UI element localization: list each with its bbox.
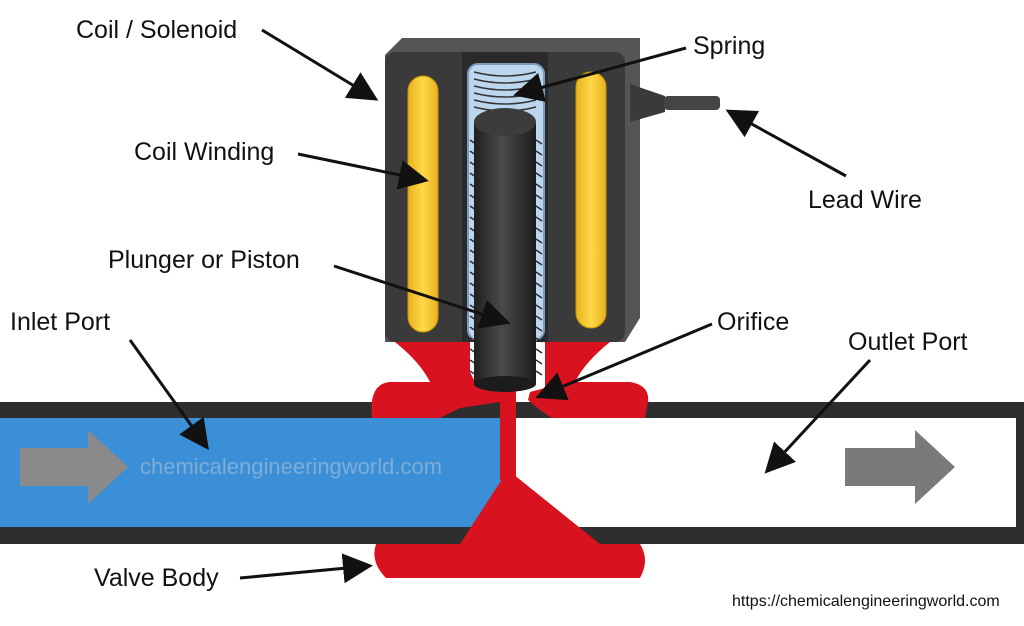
spring-coil <box>535 150 543 156</box>
lead-wire <box>630 84 720 122</box>
label-lead-wire: Lead Wire <box>808 186 922 214</box>
spring-coil <box>535 227 543 233</box>
arrow-orifice <box>535 322 713 401</box>
label-plunger: Plunger or Piston <box>108 246 300 274</box>
spring-coil <box>535 348 543 354</box>
spring-coil <box>535 370 543 376</box>
plunger <box>474 108 536 392</box>
spring-coil <box>535 172 543 178</box>
source-url: https://chemicalengineeringworld.com <box>732 593 1000 610</box>
label-outlet-port: Outlet Port <box>848 328 968 356</box>
spring-coil <box>535 271 543 277</box>
label-coil-solenoid: Coil / Solenoid <box>76 16 237 44</box>
outlet-flow-arrow <box>845 430 955 504</box>
inlet-flow-arrow <box>20 430 128 504</box>
arrow-coil-solenoid <box>261 28 379 101</box>
spring-coil <box>535 359 543 365</box>
arrow-plunger <box>333 264 511 329</box>
spring-coil <box>535 183 543 189</box>
coil-winding-right <box>575 71 607 329</box>
label-orifice: Orifice <box>717 308 789 336</box>
spring-coil <box>535 337 543 343</box>
arrow-outlet-port <box>764 358 872 474</box>
coil-winding-left <box>407 75 439 333</box>
spring-coil <box>535 238 543 244</box>
label-coil-winding: Coil Winding <box>134 138 274 166</box>
arrow-valve-body <box>239 553 373 584</box>
spring-coil <box>535 216 543 222</box>
label-valve-body: Valve Body <box>94 564 219 592</box>
spring-coil <box>535 326 543 332</box>
valve-body <box>371 342 649 578</box>
label-inlet-port: Inlet Port <box>10 308 110 336</box>
spring-coil <box>535 304 543 310</box>
arrow-inlet-port <box>128 339 209 451</box>
spring-coil <box>535 315 543 321</box>
spring-coil <box>535 139 543 145</box>
watermark: chemicalengineeringworld.com <box>140 454 442 479</box>
spring-coil <box>535 161 543 167</box>
spring-coil <box>535 194 543 200</box>
arrow-lead-wire <box>725 109 847 178</box>
label-spring: Spring <box>693 32 765 60</box>
spring-coil <box>535 293 543 299</box>
spring-coil <box>535 205 543 211</box>
spring-coil <box>535 260 543 266</box>
spring-coil <box>535 249 543 255</box>
spring-coil <box>535 282 543 288</box>
arrow-spring <box>513 46 687 102</box>
arrow-coil-winding <box>297 152 429 190</box>
